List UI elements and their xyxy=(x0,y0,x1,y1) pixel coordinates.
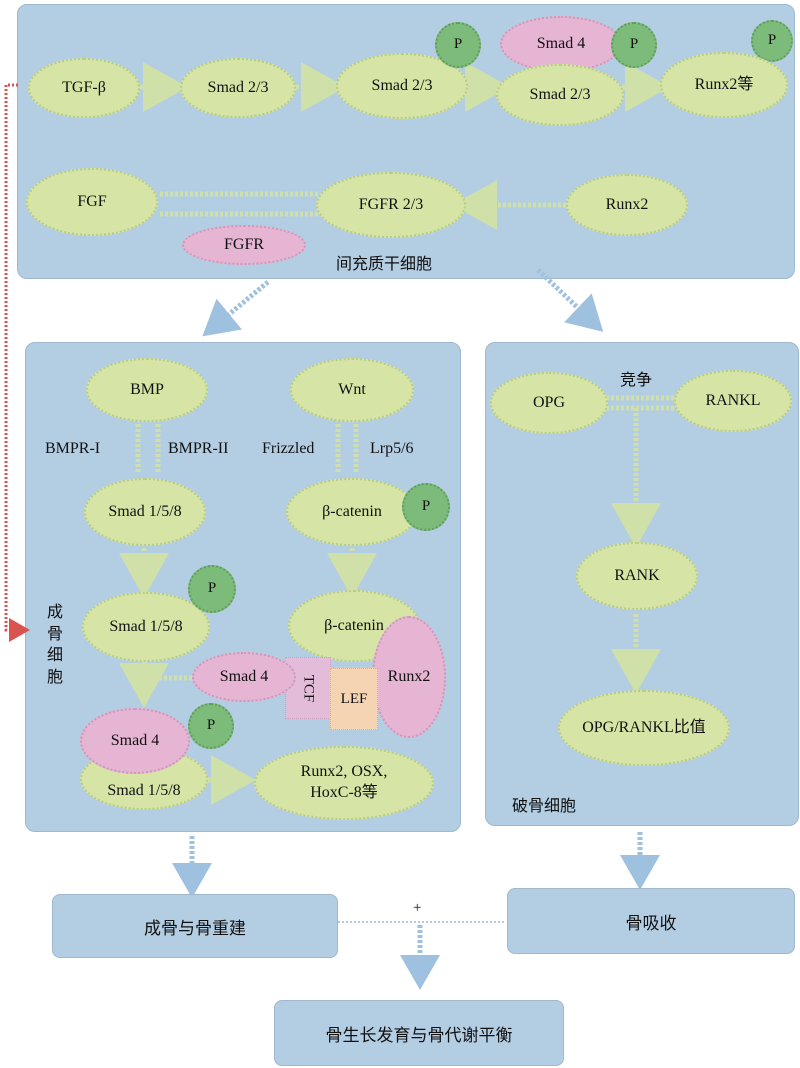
phospho-badge: P xyxy=(611,22,657,68)
frizzled-label: Frizzled xyxy=(262,440,315,457)
phospho-badge: P xyxy=(402,483,450,531)
bone-formation-box: 成骨与骨重建 xyxy=(52,894,338,958)
fgfr23-node: FGFR 2/3 xyxy=(316,172,466,238)
smad158-node-3: Smad 1/5/8 xyxy=(80,748,208,810)
bmp-node: BMP xyxy=(86,358,208,422)
phospho-badge: P xyxy=(188,703,234,749)
plus-sign: + xyxy=(413,900,422,916)
bone-resorption-box: 骨吸收 xyxy=(507,888,795,954)
smad23-node-3: Smad 2/3 xyxy=(496,64,624,126)
smad158-node-2: Smad 1/5/8 xyxy=(82,592,210,662)
tgf-beta-node: TGF-β xyxy=(28,58,140,118)
bone-balance-box: 骨生长发育与骨代谢平衡 xyxy=(274,1000,564,1066)
wnt-node: Wnt xyxy=(290,358,414,422)
smad23-node-1: Smad 2/3 xyxy=(180,58,296,118)
smad4-node-complex: Smad 4 xyxy=(80,708,190,774)
smad4-node-ob: Smad 4 xyxy=(192,652,296,702)
runx2-node-top: Runx2 xyxy=(566,174,688,236)
lrp-label: Lrp5/6 xyxy=(370,440,414,457)
bmpr2-label: BMPR-II xyxy=(168,440,229,457)
target-genes-node: Runx2, OSX,HoxC-8等 xyxy=(254,746,434,820)
lef-box: LEF xyxy=(330,668,378,730)
msc-label: 间充质干细胞 xyxy=(336,256,433,273)
bmpr1-label: BMPR-I xyxy=(45,440,101,457)
runx2-etc-node: Runx2等 xyxy=(660,52,788,118)
phospho-badge: P xyxy=(751,20,793,62)
smad158-node-1: Smad 1/5/8 xyxy=(84,478,206,546)
beta-catenin-node-1: β-catenin xyxy=(286,478,418,546)
osteoclast-label: 破骨细胞 xyxy=(512,798,577,815)
osteoblast-label: 成骨 细胞 xyxy=(46,604,63,686)
fgf-node: FGF xyxy=(26,168,158,236)
rankl-node: RANKL xyxy=(674,370,792,432)
compete-label: 竞争 xyxy=(620,372,653,389)
phospho-badge: P xyxy=(435,22,481,68)
opg-node: OPG xyxy=(490,372,608,434)
rank-node: RANK xyxy=(576,542,698,610)
runx2-node-ob: Runx2 xyxy=(372,616,446,738)
fgfr-node: FGFR xyxy=(182,225,306,265)
opg-rankl-ratio-node: OPG/RANKL比值 xyxy=(558,690,730,766)
phospho-badge: P xyxy=(188,565,236,613)
